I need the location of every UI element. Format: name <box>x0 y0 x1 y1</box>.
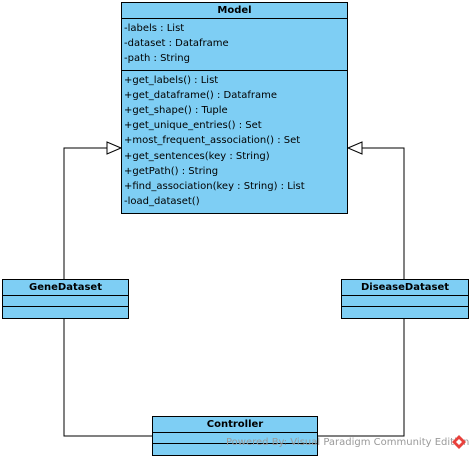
controller-attributes <box>153 433 317 444</box>
gene-dataset-class[interactable]: GeneDataset <box>2 279 129 319</box>
model-operation: +getPath() : String <box>124 165 219 177</box>
controller-class[interactable]: Controller <box>152 416 318 456</box>
gene-dataset-attributes <box>3 296 128 307</box>
gene-generalization-arrowhead <box>106 141 123 155</box>
disease-dataset-attributes <box>342 296 468 307</box>
disease-generalization-arrowhead <box>346 141 363 155</box>
model-attribute: -path : String <box>124 53 190 65</box>
disease-dataset-class-name: DiseaseDataset <box>342 280 468 296</box>
gene-dataset-operations <box>3 307 128 318</box>
model-operation: +most_frequent_association() : Set <box>124 135 301 147</box>
model-operation: +get_unique_entries() : Set <box>124 120 262 132</box>
model-attribute: -dataset : Dataframe <box>124 38 229 50</box>
gene-generalization-line <box>63 147 107 280</box>
disease-generalization-line <box>362 147 405 280</box>
disease-dataset-operations <box>342 307 468 318</box>
controller-class-name: Controller <box>153 417 317 433</box>
watermark-text: Powered By: Visual Paradigm Community Ed… <box>226 437 470 448</box>
model-operations: +get_labels() : List +get_dataframe() : … <box>122 71 347 213</box>
disease-controller-association <box>317 318 405 437</box>
model-operation: +get_dataframe() : Dataframe <box>124 89 278 101</box>
gene-dataset-class-name: GeneDataset <box>3 280 128 296</box>
model-class-name: Model <box>122 3 347 19</box>
model-class[interactable]: Model -labels : List -dataset : Datafram… <box>121 2 348 214</box>
model-operation: +find_association(key : String) : List <box>124 180 305 192</box>
gene-controller-association <box>63 318 152 437</box>
visual-paradigm-logo-icon <box>452 435 466 449</box>
disease-dataset-class[interactable]: DiseaseDataset <box>341 279 469 319</box>
model-operation: +get_labels() : List <box>124 74 219 86</box>
model-operation: -load_dataset() <box>124 196 200 208</box>
model-attributes: -labels : List -dataset : Dataframe -pat… <box>122 19 347 71</box>
model-attribute: -labels : List <box>124 23 185 34</box>
model-operation: +get_shape() : Tuple <box>124 104 228 116</box>
model-operation: +get_sentences(key : String) <box>124 150 270 162</box>
